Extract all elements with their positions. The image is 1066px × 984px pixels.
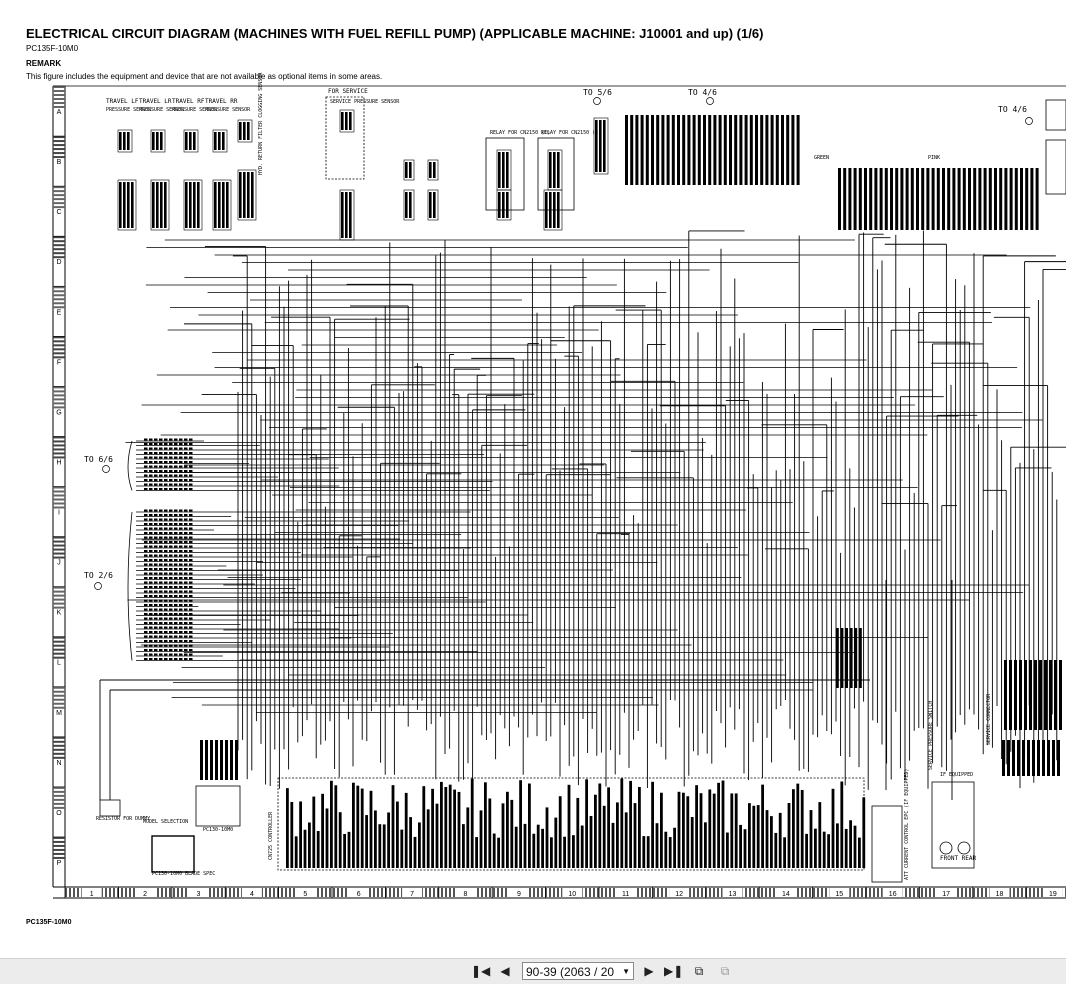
row-label: K — [57, 610, 62, 617]
column-label: 12 — [675, 891, 683, 898]
hyd-filter-label: HYD. RETURN FILTER CLOGGING SENSOR — [258, 72, 264, 175]
column-label: 14 — [782, 891, 790, 898]
row-label: E — [57, 309, 62, 316]
sensor-label-4: TRAVEL RR — [205, 98, 238, 105]
row-label: B — [57, 159, 62, 166]
pink-label: PINK — [928, 155, 940, 161]
footer-model-code: PC135F-10M0 — [26, 919, 72, 926]
column-label: 18 — [996, 891, 1004, 898]
row-label: J — [57, 560, 61, 567]
row-label: H — [56, 459, 61, 466]
pc130-box-label: PC130-10M0 — [203, 827, 233, 833]
service-pressure-sensor-label: SERVICE PRESSURE SENSOR — [330, 99, 400, 105]
sensor-label-2: TRAVEL LR — [139, 98, 172, 105]
to-2-6-label: TO 2/6 — [84, 571, 113, 580]
column-label: 7 — [410, 891, 414, 898]
connector-blocks — [117, 109, 1062, 868]
to-4-6-label-a: TO 4/6 — [688, 88, 717, 97]
document-title: ELECTRICAL CIRCUIT DIAGRAM (MACHINES WIT… — [26, 26, 764, 41]
to-5-6-label: TO 5/6 — [583, 88, 612, 97]
row-label: F — [57, 359, 61, 366]
column-label: 3 — [197, 891, 201, 898]
copy-page-icon[interactable]: ⧉ — [694, 964, 704, 978]
row-label: A — [57, 109, 62, 116]
column-label: 11 — [622, 891, 629, 898]
service-connector-label: SERVICE CONNECTOR — [986, 693, 992, 745]
column-label: 19 — [1049, 891, 1057, 898]
green-label: GREEN — [814, 155, 829, 161]
column-label: 9 — [517, 891, 521, 898]
column-label: 13 — [729, 891, 737, 898]
relay-2-label: RELAY FOR CN2150 (2) — [541, 130, 601, 136]
page-number-field[interactable]: 90-39 (2063 / 20 ▼ — [522, 962, 634, 980]
column-label: 4 — [250, 891, 254, 898]
last-page-icon[interactable]: ▶❚ — [664, 964, 684, 978]
first-page-icon[interactable]: ❚◀ — [471, 964, 491, 978]
duplicate-page-icon[interactable]: ⧉ — [720, 964, 730, 978]
sensor-label-1: TRAVEL LF — [106, 98, 139, 105]
chevron-down-icon[interactable]: ▼ — [622, 967, 630, 976]
column-label: 16 — [889, 891, 897, 898]
wire-bundle — [99, 230, 1066, 800]
page-number-value: 90-39 (2063 / 20 — [526, 965, 615, 979]
row-label: G — [56, 409, 61, 416]
att-current-label: ATT CURRENT CONTROL EPC (IF EQUIPPED) — [904, 769, 910, 880]
row-labels: A B C D E F G H I J K L M N O P — [56, 109, 62, 867]
row-label: M — [56, 710, 62, 717]
pc130-blade-label: PC130-10M0 BLADE SPEC — [152, 871, 215, 877]
column-label: 17 — [942, 891, 950, 898]
relay-1-label: RELAY FOR CN2150 (1) — [490, 130, 550, 136]
column-label: 6 — [357, 891, 361, 898]
sensor-label-3: TRAVEL RF — [172, 98, 205, 105]
remark-heading: REMARK — [26, 59, 62, 68]
model-selection-label: MODEL SELECTION — [143, 819, 188, 825]
pdf-viewer-toolbar: ❚◀ ◀ 90-39 (2063 / 20 ▼ ▶ ▶❚ ⧉ ⧉ — [0, 958, 1066, 984]
pressure-sensor-label-3: PRESSURE SENSOR — [172, 107, 218, 113]
row-label: C — [56, 209, 61, 216]
controller-label: CN725 CONTROLLER — [268, 811, 274, 860]
pressure-sensor-label-1: PRESSURE SENSOR — [106, 107, 152, 113]
remark-text: This figure includes the equipment and d… — [26, 72, 383, 81]
column-label: 5 — [303, 891, 307, 898]
if-equipped-label: IF EQUIPPED — [940, 772, 973, 778]
front-rear-label: FRONT REAR — [940, 855, 977, 862]
row-label: P — [57, 860, 62, 867]
pressure-sensor-label-4: PRESSURE SENSOR — [205, 107, 251, 113]
to-6-6-label: TO 6/6 — [84, 455, 113, 464]
service-pressure-switch-label: SERVICE PRESSURE SWITCH — [928, 701, 934, 770]
column-label: 2 — [143, 891, 147, 898]
row-label: D — [56, 259, 61, 266]
row-label: O — [56, 810, 62, 817]
model-code: PC135F-10M0 — [26, 44, 79, 53]
to-4-6-label-b: TO 4/6 — [998, 105, 1027, 114]
resistor-label: RESISTOR FOR DUMMY — [96, 816, 150, 822]
row-label: I — [58, 510, 60, 517]
for-service-label: FOR SERVICE — [328, 88, 368, 95]
next-page-icon[interactable]: ▶ — [644, 964, 654, 978]
prev-page-icon[interactable]: ◀ — [500, 964, 510, 978]
row-label: L — [57, 660, 61, 667]
column-label: 1 — [90, 891, 94, 898]
pressure-sensor-label-2: PRESSURE SENSOR — [139, 107, 185, 113]
column-label: 8 — [464, 891, 468, 898]
row-label: N — [56, 760, 61, 767]
column-label: 10 — [568, 891, 576, 898]
column-label: 15 — [835, 891, 843, 898]
